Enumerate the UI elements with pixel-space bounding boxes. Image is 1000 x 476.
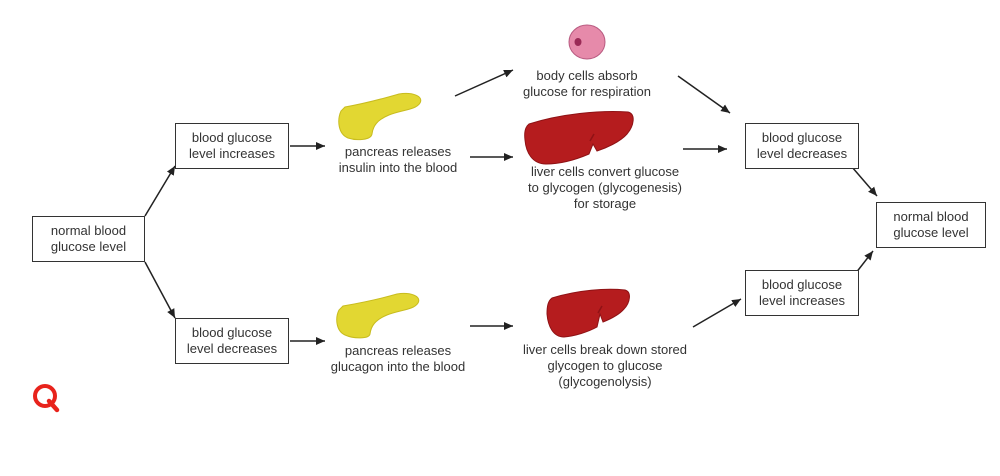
glucagon-label: pancreas releases glucagon into the bloo… [313, 343, 483, 375]
box-text-line: blood glucose [191, 325, 273, 340]
label-text-line: to glycogen (glycogenesis) [528, 180, 682, 195]
glucose-increases-start-box: blood glucose level increases [175, 123, 289, 169]
label-text-line: glucagon into the blood [330, 359, 466, 374]
arrow-body-cells-to-decrease [677, 75, 731, 114]
box-text-line: level increases [759, 293, 845, 308]
box-text-line: normal blood [50, 223, 127, 238]
box-text-line: level decreases [756, 146, 848, 161]
label-text-line: glucose for respiration [523, 84, 651, 99]
pancreas-icon [336, 293, 420, 339]
label-text-line: liver cells break down stored [522, 342, 688, 357]
insulin-label: pancreas releases insulin into the blood [318, 144, 478, 176]
box-text-line: blood glucose [761, 130, 843, 145]
box-text-line: glucose level [50, 239, 127, 254]
arrow-normal-to-increase [144, 165, 176, 217]
brand-logo-icon [33, 384, 60, 413]
label-text-line: (glycogenolysis) [558, 374, 652, 389]
liver-icon [524, 111, 634, 165]
glycogenesis-label: liver cells convert glucose to glycogen … [505, 164, 705, 212]
label-text-line: pancreas releases [344, 144, 452, 159]
normal-blood-glucose-end-box: normal blood glucose level [876, 202, 986, 248]
glycogenolysis-label: liver cells break down stored glycogen t… [505, 342, 705, 390]
box-text-line: glucose level [893, 225, 969, 240]
label-text-line: for storage [573, 196, 637, 211]
arrow-liver-to-increase [692, 298, 742, 328]
box-text-line: level increases [189, 146, 275, 161]
label-text-line: glycogen to glucose [547, 358, 663, 373]
glucose-increases-end-box: blood glucose level increases [745, 270, 859, 316]
pancreas-icon [338, 93, 422, 141]
body-cells-label: body cells absorb glucose for respiratio… [512, 68, 662, 100]
label-text-line: liver cells convert glucose [530, 164, 680, 179]
normal-blood-glucose-start-box: normal blood glucose level [32, 216, 145, 262]
label-text-line: insulin into the blood [338, 160, 458, 175]
glucose-decreases-start-box: blood glucose level decreases [175, 318, 289, 364]
body-cell-icon [568, 24, 606, 60]
label-text-line: body cells absorb [536, 68, 638, 83]
box-text-line: level decreases [186, 341, 278, 356]
box-text-line: normal blood [893, 209, 969, 224]
arrow-decrease-to-normal [851, 166, 878, 197]
box-text-line: blood glucose [191, 130, 273, 145]
arrow-insulin-to-body-cells [454, 69, 514, 97]
liver-icon [546, 288, 630, 338]
box-text-line: blood glucose [761, 277, 843, 292]
arrow-normal-to-decrease [144, 261, 176, 319]
label-text-line: pancreas releases [344, 343, 452, 358]
glucose-decreases-end-box: blood glucose level decreases [745, 123, 859, 169]
